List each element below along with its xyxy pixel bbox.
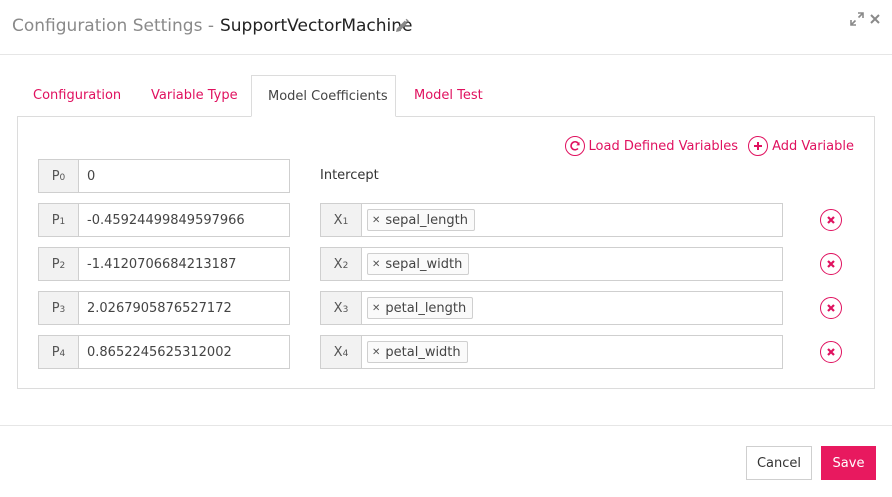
window-controls xyxy=(850,12,882,26)
delete-row-button[interactable] xyxy=(820,297,842,319)
tab-configuration[interactable]: Configuration xyxy=(33,88,122,103)
plus-icon xyxy=(748,136,769,156)
add-variable-label: Add Variable xyxy=(772,138,854,154)
coefficient-letter: P xyxy=(51,212,60,228)
coefficient-value-input[interactable]: -1.4120706684213187 xyxy=(87,256,237,272)
tab-model-test[interactable]: Model Test xyxy=(414,88,483,103)
variable-index: 1 xyxy=(342,217,349,227)
variable-index: 4 xyxy=(342,349,349,359)
variable-letter: X xyxy=(333,256,343,272)
variable-select[interactable]: ✕ sepal_length xyxy=(362,204,782,236)
variable-tag: ✕ sepal_length xyxy=(367,209,475,231)
refresh-icon xyxy=(564,136,585,156)
variable-select[interactable]: ✕ petal_width xyxy=(362,336,782,368)
tab-variable-type[interactable]: Variable Type xyxy=(151,88,238,103)
x-icon[interactable]: ✕ xyxy=(372,214,381,226)
coefficient-letter: P xyxy=(51,300,60,316)
variable-index: 3 xyxy=(342,305,349,315)
variable-index: 2 xyxy=(342,261,349,271)
dialog-footer: Cancel Save xyxy=(0,425,892,497)
load-defined-variables-button[interactable]: Load Defined Variables xyxy=(564,136,739,156)
coefficient-index: 4 xyxy=(59,349,66,359)
delete-row-button[interactable] xyxy=(820,253,842,275)
delete-row-button[interactable] xyxy=(820,209,842,231)
expand-icon[interactable] xyxy=(850,12,864,26)
dialog-header: Configuration Settings -SupportVectorMac… xyxy=(0,0,892,55)
coefficient-index: 0 xyxy=(59,173,66,183)
coefficient-value-input[interactable]: 2.0267905876527172 xyxy=(87,300,232,316)
coefficient-value-input[interactable]: -0.45924499849597966 xyxy=(87,212,245,228)
panel-actions: Load Defined Variables Add Variable xyxy=(564,136,854,156)
coefficient-value-input[interactable]: 0.8652245625312002 xyxy=(87,344,232,360)
variable-tag: ✕ petal_width xyxy=(367,341,468,363)
variable-tag-label: sepal_length xyxy=(385,212,468,228)
variable-tag: ✕ sepal_width xyxy=(367,253,470,275)
dialog-title: Configuration Settings -SupportVectorMac… xyxy=(12,15,413,37)
delete-icon xyxy=(827,260,835,268)
variable-select[interactable]: ✕ petal_length xyxy=(362,292,782,324)
model-name: SupportVectorMachine xyxy=(219,16,413,36)
add-variable-button[interactable]: Add Variable xyxy=(748,136,854,156)
tab-model-coefficients[interactable]: Model Coefficients xyxy=(251,75,396,117)
coefficient-index: 1 xyxy=(59,217,66,227)
x-icon[interactable]: ✕ xyxy=(372,258,381,270)
variable-tag-label: petal_length xyxy=(385,300,467,316)
pencil-icon[interactable] xyxy=(393,17,411,35)
save-button[interactable]: Save xyxy=(821,446,876,480)
variable-select[interactable]: ✕ sepal_width xyxy=(362,248,782,280)
x-icon[interactable]: ✕ xyxy=(372,302,381,314)
variable-tag: ✕ petal_length xyxy=(367,297,474,319)
variable-letter: X xyxy=(333,212,343,228)
variable-tag-label: sepal_width xyxy=(385,256,463,272)
coefficient-letter: P xyxy=(51,256,60,272)
coefficient-letter: P xyxy=(51,168,60,184)
delete-icon xyxy=(827,348,835,356)
coefficient-index: 3 xyxy=(59,305,66,315)
variable-tag-label: petal_width xyxy=(385,344,461,360)
coefficient-letter: P xyxy=(51,344,60,360)
delete-icon xyxy=(827,304,835,312)
x-icon[interactable]: ✕ xyxy=(372,346,381,358)
coefficient-index: 2 xyxy=(59,261,66,271)
variable-letter: X xyxy=(333,344,343,360)
load-defined-variables-label: Load Defined Variables xyxy=(588,138,739,154)
close-icon[interactable] xyxy=(868,12,882,26)
coefficient-value-input[interactable]: 0 xyxy=(87,168,96,184)
title-prefix: Configuration Settings - xyxy=(12,16,214,36)
cancel-button[interactable]: Cancel xyxy=(746,446,812,480)
variable-letter: X xyxy=(333,300,343,316)
delete-row-button[interactable] xyxy=(820,341,842,363)
tab-bar: Configuration Variable Type Model Coeffi… xyxy=(17,75,875,117)
delete-icon xyxy=(827,216,835,224)
intercept-label: Intercept xyxy=(320,168,379,183)
